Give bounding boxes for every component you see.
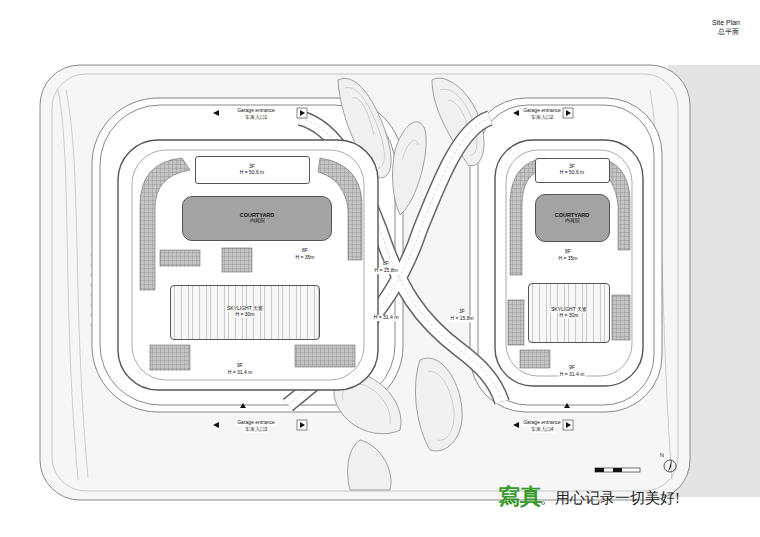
floor-label: 9F xyxy=(568,365,576,371)
watermark: 寫真 xyxy=(498,485,542,509)
node-text: 内庭院 xyxy=(249,218,266,224)
floor-label: 8F xyxy=(564,249,572,255)
scale-bar xyxy=(595,468,640,472)
height-label: H = 35m xyxy=(557,256,578,262)
courtyard: COURTYARD内庭院 xyxy=(182,196,332,241)
site-curb xyxy=(52,74,678,491)
building-right xyxy=(495,140,643,386)
height-label: H = 31.4 m xyxy=(373,315,400,321)
floor-label: 9F xyxy=(236,363,244,369)
node-text: H = 50.6 m xyxy=(239,170,266,176)
entrance-label: Garage entrance xyxy=(522,108,562,114)
entrance-label: 车库入口2 xyxy=(530,115,555,121)
height-label: H = 15.8m xyxy=(449,316,474,322)
skylight: SKYLIGHT 天窗H = 30m xyxy=(528,283,610,343)
entrance-label: 车库入口1 xyxy=(244,115,269,121)
height-label: H = 35m xyxy=(294,255,315,261)
entrance-label: Garage entrance xyxy=(236,108,276,114)
tower-block: 3FH = 50.6 m xyxy=(535,158,610,183)
tower-block: 3FH = 50.6 m xyxy=(195,156,310,184)
height-label: H = 31.4 m xyxy=(227,370,254,376)
skylight: SKYLIGHT 天窗H = 30m xyxy=(170,285,320,340)
floor-label: 8F xyxy=(301,248,309,254)
node-text: H = 30m xyxy=(234,312,255,318)
node-text: 内庭院 xyxy=(564,218,581,224)
plan-title-cn: 总平面 xyxy=(717,28,740,36)
entrance-label: Garage entrance xyxy=(236,420,276,426)
node-text: H = 30m xyxy=(558,313,579,319)
plan-title: Site Plan xyxy=(712,19,740,27)
site-boundary xyxy=(40,65,690,500)
entrance-label: Garage entrance xyxy=(522,420,562,426)
height-label: H = 31.4 m xyxy=(559,372,586,378)
north-label: N xyxy=(659,452,665,459)
courtyard: COURTYARD内庭院 xyxy=(535,194,610,242)
entrance-label: 车库入口3 xyxy=(244,427,269,433)
building-left xyxy=(118,140,378,390)
height-label: H = 15.8m xyxy=(373,268,398,274)
floor-label: 3F xyxy=(458,309,466,315)
node-text: H = 50.6 m xyxy=(559,170,586,176)
north-arrow xyxy=(664,459,676,472)
entrance-label: 车库入口4 xyxy=(530,427,555,433)
watermark: 。用心记录一切美好! xyxy=(540,490,680,507)
floor-label: 8F xyxy=(382,261,390,267)
